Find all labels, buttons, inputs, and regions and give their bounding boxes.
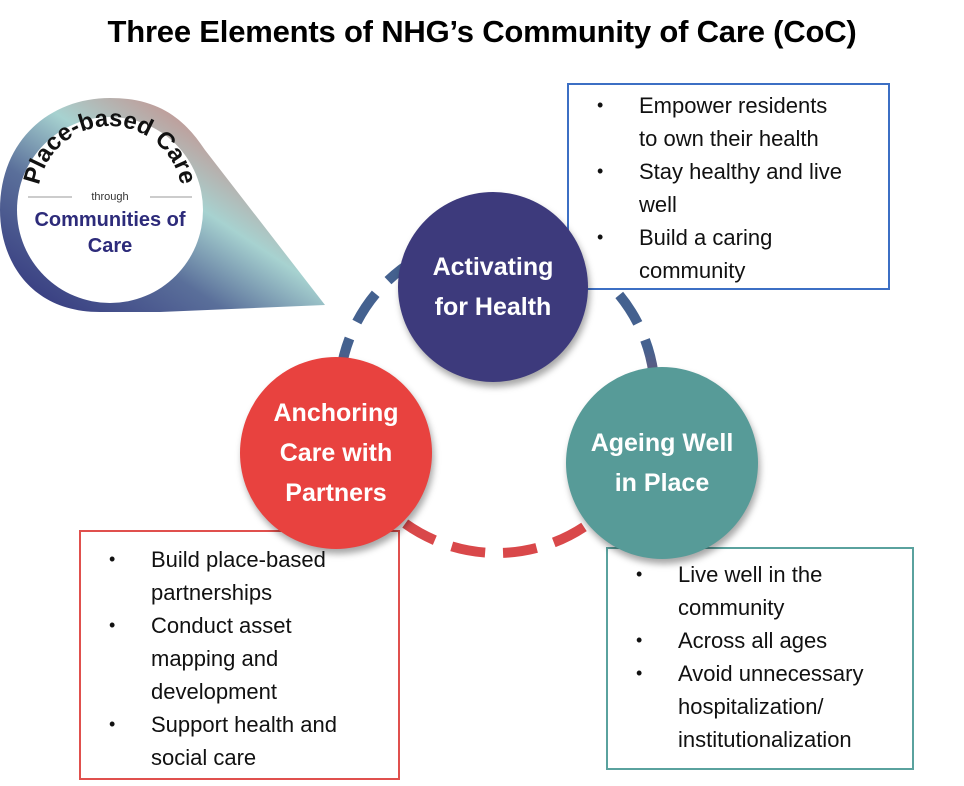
bullet-item: • Stay healthy and live well [597, 155, 888, 221]
bullet-text-line: development [151, 679, 277, 704]
bullet-text-line: to own their health [639, 126, 819, 151]
bullet-text-line: Live well in the [678, 562, 823, 587]
bullet-text-line: community [678, 595, 785, 620]
logo-line2: Care [88, 235, 132, 257]
bullet-icon: • [597, 95, 604, 115]
bullet-text-line: Across all ages [678, 628, 828, 653]
logo-through-text: through [91, 191, 128, 203]
bullet-text-line: Build place-based [151, 547, 326, 572]
bullet-icon: • [109, 714, 116, 734]
bullet-text-line: Empower residents [639, 93, 828, 118]
bullet-icon: • [109, 549, 116, 569]
bullet-item: • Support health and social care [109, 708, 398, 774]
circle-label-line: Care with [279, 439, 393, 467]
bullet-icon: • [597, 161, 604, 181]
bullet-icon: • [636, 663, 643, 683]
activating-for-health-circle: Activating for Health [398, 192, 588, 382]
bullet-item: • Live well in the community [636, 558, 912, 624]
bullet-text-line: Conduct asset [151, 613, 292, 638]
circle-label-line: Anchoring [273, 399, 399, 427]
bullet-text-line: well [639, 192, 677, 217]
bullet-text-line: partnerships [151, 580, 273, 605]
bullet-icon: • [597, 227, 604, 247]
ageing-bullets-box: • Live well in the community • Across all ag… [606, 547, 914, 770]
circle-label-line: Ageing Well [590, 429, 734, 457]
page-title: Three Elements of NHG’s Community of Car… [107, 14, 857, 49]
circle-label-line: for Health [434, 293, 552, 321]
bullet-text-line: institutionalization [678, 727, 852, 752]
ageing-bullet-list: • Live well in the community • Across all ag… [636, 558, 912, 756]
bullet-item: • Build place-based partnerships [109, 543, 398, 609]
activating-bullets-box: • Empower residents to own their health • St… [567, 83, 890, 290]
bullet-icon: • [636, 630, 643, 650]
activating-bullet-list: • Empower residents to own their health • St… [597, 89, 888, 287]
bullet-text-line: hospitalization/ [678, 694, 824, 719]
bullet-text-line: community [639, 258, 746, 283]
ageing-well-circle: Ageing Well in Place [566, 367, 758, 559]
circle-label-line: in Place [614, 469, 710, 497]
circle-label-line: Partners [285, 479, 387, 507]
place-based-care-logo: Place-based Care through Communities of … [0, 98, 325, 312]
bullet-item: • Empower residents to own their health [597, 89, 888, 155]
bullet-text-line: Support health and [151, 712, 337, 737]
anchoring-bullet-list: • Build place-based partnerships • Conduct a… [109, 543, 398, 774]
logo-inner-circle [17, 117, 203, 303]
circle-label-line: Activating [432, 253, 554, 281]
bullet-item: • Build a caring community [597, 221, 888, 287]
anchoring-care-circle: Anchoring Care with Partners [240, 357, 432, 549]
bullet-text-line: mapping and [151, 646, 279, 671]
bullet-icon: • [109, 615, 116, 635]
bullet-text-line: Build a caring [639, 225, 773, 250]
anchoring-bullets-box: • Build place-based partnerships • Conduct a… [79, 530, 400, 780]
bullet-text-line: Avoid unnecessary [678, 661, 864, 686]
bullet-item: • Across all ages [636, 624, 912, 657]
bullet-icon: • [636, 564, 643, 584]
bullet-text-line: social care [151, 745, 257, 770]
logo-line1: Communities of [34, 209, 185, 231]
bullet-item: • Conduct asset mapping and development [109, 609, 398, 708]
bullet-text-line: Stay healthy and live [639, 159, 843, 184]
bullet-item: • Avoid unnecessary hospitalization/instit… [636, 657, 912, 756]
